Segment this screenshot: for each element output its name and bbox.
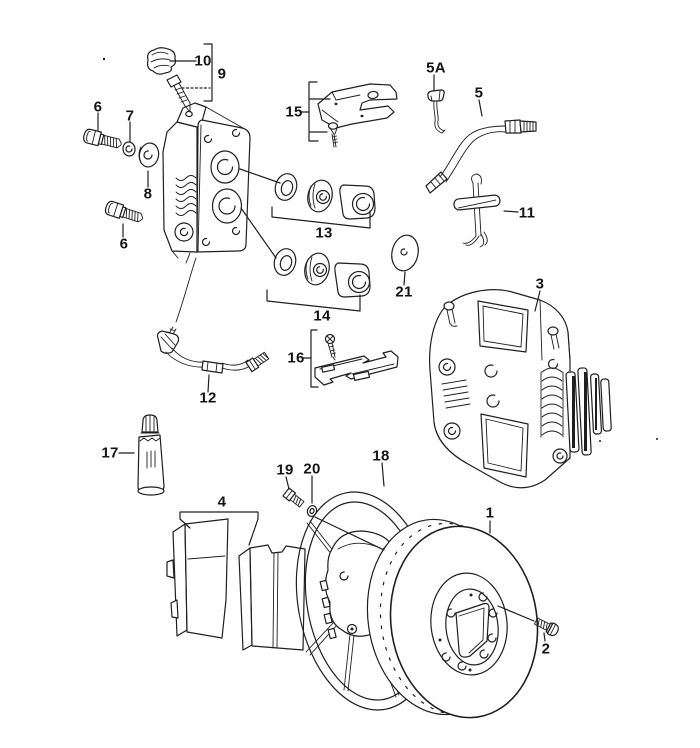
callout-10: 10 xyxy=(194,52,212,70)
lubricant-tube-part xyxy=(137,414,165,496)
brake-pad-outer-part xyxy=(166,518,229,639)
brake-hose-upper-part xyxy=(425,119,537,194)
callout-18: 18 xyxy=(372,447,390,465)
brake-pad-inner-part xyxy=(238,544,306,651)
bleeder-valve-part xyxy=(166,74,191,113)
callout-19: 19 xyxy=(276,461,294,479)
retaining-clip-part xyxy=(427,89,446,134)
callout-13: 13 xyxy=(315,224,333,242)
callout-7: 7 xyxy=(125,107,135,125)
bolt-6-upper-part xyxy=(81,127,124,152)
callout-leader-lines xyxy=(97,43,546,642)
callout-12: 12 xyxy=(199,389,217,407)
callout-17: 17 xyxy=(101,444,119,462)
callout-8: 8 xyxy=(143,185,153,203)
callout-20: 20 xyxy=(303,460,321,478)
bleeder-cap-part xyxy=(146,47,177,75)
brake-hose-lower-part xyxy=(156,326,270,374)
washer-7-part xyxy=(122,141,136,157)
retaining-plate-part xyxy=(314,333,399,386)
brake-disc-part xyxy=(366,518,539,719)
caliper-assembled-part xyxy=(429,289,612,489)
callout-9: 9 xyxy=(217,65,227,83)
pad-spring-part xyxy=(453,173,501,248)
callout-11: 11 xyxy=(518,204,536,222)
washer-20-part xyxy=(306,504,318,518)
callout-6-upper: 6 xyxy=(93,98,103,116)
callout-1: 1 xyxy=(485,504,495,522)
misc-specks xyxy=(102,57,658,442)
seal-kit-lower-part xyxy=(273,248,371,298)
bolt-6-lower-part xyxy=(103,199,146,226)
callout-4: 4 xyxy=(217,493,227,511)
callout-21: 21 xyxy=(395,283,413,301)
caliper-housing-part xyxy=(162,102,251,323)
callout-3: 3 xyxy=(535,275,545,293)
callout-5: 5 xyxy=(474,84,484,102)
washer-8-part xyxy=(138,142,160,168)
callout-14: 14 xyxy=(313,307,331,325)
blanking-disc-part xyxy=(391,234,419,272)
disc-screw-part xyxy=(533,617,559,637)
spring-plate-part xyxy=(317,83,398,148)
callout-5a: 5A xyxy=(426,59,446,77)
callout-16: 16 xyxy=(287,349,305,367)
callout-2: 2 xyxy=(541,640,551,658)
bolt-19-part xyxy=(282,487,305,508)
seal-kit-upper-part xyxy=(274,173,376,220)
callout-15: 15 xyxy=(285,103,303,121)
callout-6-lower: 6 xyxy=(119,235,129,253)
